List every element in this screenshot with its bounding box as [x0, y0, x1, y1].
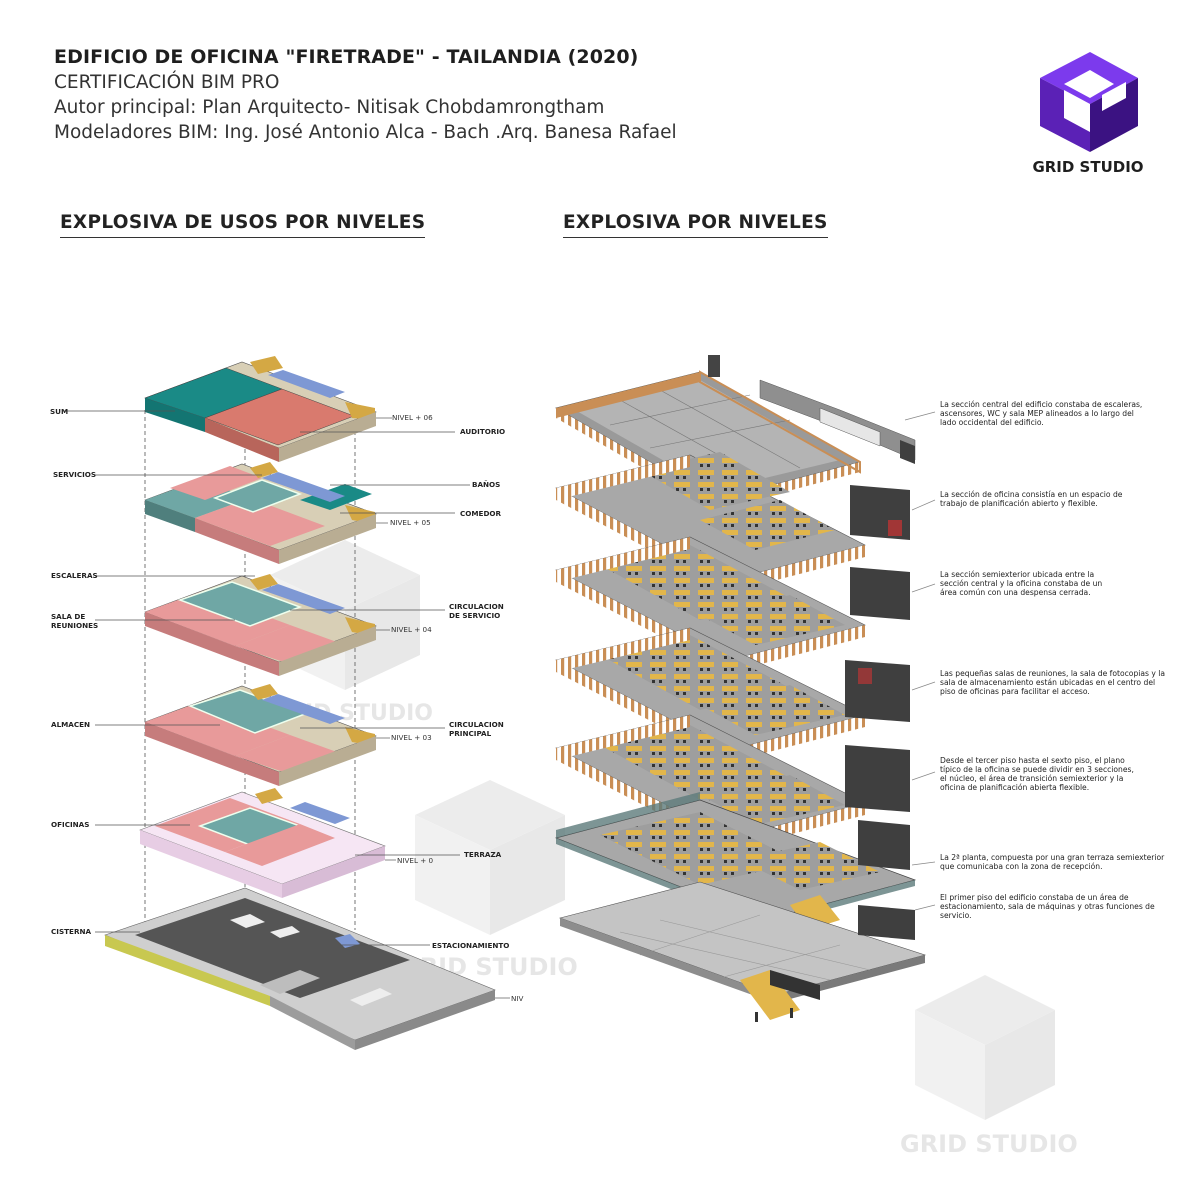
note-2-line-2: trabajo de planificación abierto y flexi…	[940, 499, 1098, 508]
note-2: La sección de oficina consistía en un es…	[940, 490, 1123, 508]
left-exploded-diagram: SUM SERVICIOS ESCALERAS SALA DE REUNIONE…	[50, 356, 523, 1050]
slab-level-02	[139, 788, 386, 898]
label-circulacion-principal-2: PRINCIPAL	[449, 729, 492, 738]
note-7-line-3: servicio.	[940, 911, 972, 920]
slab-level-04	[144, 574, 377, 676]
label-oficinas: OFICINAS	[51, 820, 89, 829]
label-circulacion-servicio-1: CIRCULACION	[449, 602, 504, 611]
label-cisterna: CISTERNA	[51, 927, 91, 936]
label-comedor: COMEDOR	[460, 509, 502, 518]
certification-line: CERTIFICACIÓN BIM PRO	[54, 72, 280, 93]
note-1: La sección central del edificio constaba…	[940, 400, 1142, 427]
nivel-02: NIVEL + 0	[397, 856, 434, 865]
note-5-line-1: Desde el tercer piso hasta el sexto piso…	[940, 756, 1125, 765]
right-exploded-diagram: La sección central del edificio constaba…	[554, 355, 1165, 1022]
note-1-line-2: ascensores, WC y sala MEP alineados a lo…	[940, 409, 1134, 418]
note-4-line-2: sala de almacenamiento están ubicadas en…	[940, 678, 1155, 687]
label-sala-de: SALA DE	[51, 612, 85, 621]
logo-notch-left	[1064, 90, 1090, 132]
floor-level-1	[558, 881, 927, 1022]
header-block: EDIFICIO DE OFICINA "FIRETRADE" - TAILAN…	[54, 44, 677, 145]
nivel-01: NIV	[511, 994, 523, 1003]
label-servicios: SERVICIOS	[53, 470, 96, 479]
left-section-title: EXPLOSIVA DE USOS POR NIVELES	[60, 212, 426, 238]
note-1-line-1: La sección central del edificio constaba…	[940, 400, 1142, 409]
project-title: EDIFICIO DE OFICINA "FIRETRADE" - TAILAN…	[54, 46, 639, 68]
note-3-line-3: área común con una despensa cerrada.	[940, 588, 1091, 597]
note-5-line-3: el núcleo, el área de transición semiext…	[940, 774, 1123, 783]
watermark-cube-3	[915, 975, 1055, 1120]
label-estacionamiento: ESTACIONAMIENTO	[432, 941, 509, 950]
floor-level-4	[555, 627, 910, 762]
modelers-line: Modeladores BIM: Ing. José Antonio Alca …	[54, 122, 677, 143]
label-terraza: TERRAZA	[464, 850, 502, 859]
slab-level-05	[144, 462, 377, 564]
note-2-line-1: La sección de oficina consistía en un es…	[940, 490, 1123, 499]
label-almacen: ALMACEN	[51, 720, 90, 729]
nivel-06: NIVEL + 06	[392, 413, 433, 422]
slab-level-03	[144, 684, 377, 786]
label-auditorio: AUDITORIO	[460, 427, 505, 436]
note-5-line-2: típico de la oficina se puede dividir en…	[940, 765, 1134, 774]
label-reuniones: REUNIONES	[51, 621, 98, 630]
nivel-04: NIVEL + 04	[391, 625, 432, 634]
watermark-text-3: GRID STUDIO	[900, 1130, 1078, 1158]
right-leaders	[904, 411, 936, 911]
note-4-line-3: piso de oficinas para facilitar el acces…	[940, 687, 1090, 696]
note-1-line-3: lado occidental del edificio.	[940, 418, 1044, 427]
note-7-line-2: estacionamiento, sala de máquinas y otra…	[940, 902, 1155, 911]
slab-level-06	[144, 356, 377, 462]
right-section-title: EXPLOSIVA POR NIVELES	[563, 212, 828, 238]
note-3-line-2: sección central y la oficina constaba de…	[940, 579, 1102, 588]
author-line: Autor principal: Plan Arquitecto- Nitisa…	[54, 97, 605, 118]
logo-notch-right	[1102, 82, 1126, 111]
grid-studio-logo	[1040, 52, 1138, 152]
note-7: El primer piso del edificio constaba de …	[940, 893, 1155, 920]
logo-notch-top	[1064, 70, 1114, 98]
nivel-05: NIVEL + 05	[390, 518, 431, 527]
label-escaleras: ESCALERAS	[51, 571, 98, 580]
note-7-line-1: El primer piso del edificio constaba de …	[940, 893, 1129, 902]
brand-name: GRID STUDIO	[1032, 158, 1144, 176]
slab-level-01	[104, 887, 496, 1050]
note-4-line-1: Las pequeñas salas de reuniones, la sala…	[940, 669, 1165, 678]
left-leaders	[64, 410, 510, 999]
note-5: Desde el tercer piso hasta el sexto piso…	[940, 756, 1134, 792]
note-4: Las pequeñas salas de reuniones, la sala…	[940, 669, 1165, 696]
label-circulacion-servicio-2: DE SERVICIO	[449, 611, 500, 620]
note-6: La 2ª planta, compuesta por una gran ter…	[940, 853, 1165, 871]
nivel-03: NIVEL + 03	[391, 733, 432, 742]
label-sum: SUM	[50, 407, 68, 416]
label-banos: BAÑOS	[472, 480, 500, 489]
note-6-line-1: La 2ª planta, compuesta por una gran ter…	[940, 853, 1165, 862]
note-3: La sección semiexterior ubicada entre la…	[940, 570, 1102, 597]
label-circulacion-principal-1: CIRCULACION	[449, 720, 504, 729]
note-6-line-2: que comunicaba con la zona de recepción.	[940, 862, 1102, 871]
note-5-line-4: oficina de planificación abierta flexibl…	[940, 783, 1089, 792]
watermark-cube-2	[415, 780, 565, 935]
note-3-line-1: La sección semiexterior ubicada entre la	[940, 570, 1094, 579]
